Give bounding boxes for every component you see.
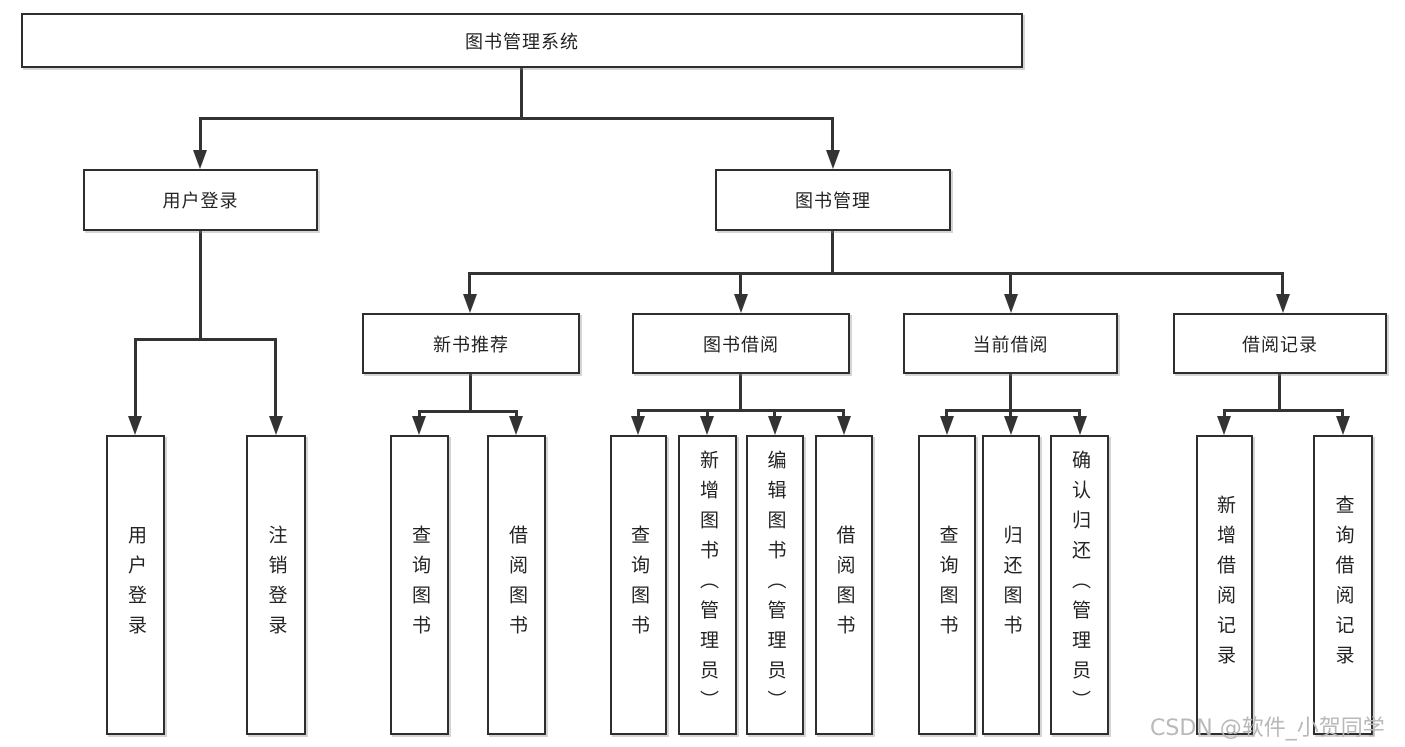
node-user-login-label: 用户登录 [162, 191, 239, 212]
arrowhead-query-books-1-icon [412, 416, 426, 435]
connector-drop-book-management [831, 117, 834, 152]
leaf-borrow-books-2: 借阅图书 [815, 435, 873, 735]
arrowhead-book-borrow-icon [734, 294, 748, 313]
leaf-query-borrow-record-label: 查询借阅记录 [1332, 495, 1355, 675]
node-new-book-recommend-label: 新书推荐 [433, 334, 509, 356]
arrowhead-edit-book-icon [768, 416, 782, 435]
connector-drop-query-books-3 [945, 409, 948, 418]
leaf-edit-book-admin-label: 编辑图书（管理员） [764, 450, 787, 720]
node-user-login: 用户登录 [83, 169, 318, 231]
node-book-management: 图书管理 [715, 169, 951, 231]
leaf-user-login-label: 用户登录 [125, 525, 147, 645]
leaf-query-books-2: 查询图书 [610, 435, 667, 735]
leaf-add-book-admin-label: 新增图书（管理员） [697, 450, 719, 720]
arrowhead-book-management-icon [826, 150, 840, 169]
leaf-edit-book-admin: 编辑图书（管理员） [746, 435, 804, 735]
connector-borrow-records-rail [1223, 409, 1344, 412]
connector-user-login-rail [134, 338, 277, 341]
node-current-borrow: 当前借阅 [903, 313, 1118, 374]
leaf-user-login: 用户登录 [106, 435, 165, 735]
arrowhead-query-books-2-icon [631, 416, 645, 435]
node-library-management-system: 图书管理系统 [21, 13, 1023, 68]
connector-drop-leaf-user-login [134, 338, 137, 417]
connector-drop-query-books-2 [637, 409, 640, 418]
leaf-query-books-3: 查询图书 [918, 435, 976, 735]
arrowhead-leaf-logout-icon [269, 416, 283, 435]
connector-new-book-recommend-stub [469, 374, 472, 410]
node-borrow-records-label: 借阅记录 [1242, 334, 1318, 356]
connector-drop-return-books [1009, 409, 1012, 418]
leaf-query-books-1-label: 查询图书 [409, 525, 431, 645]
leaf-return-books: 归还图书 [982, 435, 1040, 735]
connector-drop-confirm-return [1078, 409, 1081, 418]
connector-current-borrow-stub [1009, 374, 1012, 409]
arrowhead-return-books-icon [1004, 416, 1018, 435]
leaf-query-borrow-record: 查询借阅记录 [1313, 435, 1373, 735]
connector-borrow-records-stub [1278, 374, 1281, 409]
connector-drop-book-borrow [739, 272, 742, 294]
arrowhead-confirm-return-icon [1073, 416, 1087, 435]
connector-drop-query-borrow-record [1341, 409, 1344, 418]
node-book-borrow-label: 图书借阅 [703, 334, 779, 356]
connector-drop-edit-book [773, 409, 776, 418]
csdn-watermark: CSDN @软件_小贺同学 [1150, 716, 1385, 741]
leaf-confirm-return-admin-label: 确认归还（管理员） [1069, 450, 1091, 720]
connector-root-stub [520, 68, 523, 119]
leaf-query-books-3-label: 查询图书 [936, 525, 959, 645]
arrowhead-borrow-records-icon [1276, 294, 1290, 313]
node-book-borrow: 图书借阅 [632, 313, 850, 374]
arrowhead-query-borrow-record-icon [1336, 416, 1350, 435]
leaf-return-books-label: 归还图书 [1000, 525, 1023, 645]
connector-current-borrow-rail [945, 409, 1081, 412]
connector-drop-current-borrow [1009, 272, 1012, 294]
arrowhead-current-borrow-icon [1004, 294, 1018, 313]
node-new-book-recommend: 新书推荐 [362, 313, 580, 374]
leaf-logout: 注销登录 [246, 435, 306, 735]
leaf-add-book-admin: 新增图书（管理员） [678, 435, 737, 735]
leaf-borrow-books-1-label: 借阅图书 [506, 525, 528, 645]
connector-drop-add-book [706, 409, 709, 418]
arrowhead-borrow-books-2-icon [837, 416, 851, 435]
connector-level3-rail [468, 272, 1284, 275]
connector-drop-borrow-books-2 [842, 409, 845, 418]
connector-book-borrow-stub [739, 374, 742, 409]
connector-new-book-recommend-rail [418, 410, 518, 413]
node-library-management-system-label: 图书管理系统 [465, 31, 579, 53]
arrowhead-user-login-icon [193, 150, 207, 169]
leaf-query-books-1: 查询图书 [390, 435, 449, 735]
connector-drop-borrow-records [1281, 272, 1284, 294]
connector-drop-add-borrow-record [1223, 409, 1226, 418]
connector-book-borrow-rail [637, 409, 845, 412]
leaf-add-borrow-record: 新增借阅记录 [1196, 435, 1253, 735]
arrowhead-query-books-3-icon [940, 416, 954, 435]
node-borrow-records: 借阅记录 [1173, 313, 1387, 374]
connector-book-management-stub [831, 231, 834, 272]
arrowhead-new-book-recommend-icon [463, 294, 477, 313]
connector-user-login-stub [199, 231, 202, 338]
leaf-add-borrow-record-label: 新增借阅记录 [1214, 495, 1236, 675]
connector-drop-query-books-1 [418, 410, 421, 418]
node-current-borrow-label: 当前借阅 [972, 334, 1049, 356]
leaf-query-books-2-label: 查询图书 [628, 525, 650, 645]
connector-drop-new-book-recommend [468, 272, 471, 294]
node-book-management-label: 图书管理 [795, 191, 871, 212]
leaf-logout-label: 注销登录 [265, 525, 288, 645]
leaf-borrow-books-2-label: 借阅图书 [833, 525, 856, 645]
leaf-confirm-return-admin: 确认归还（管理员） [1050, 435, 1109, 735]
connector-level1-rail [199, 117, 834, 120]
arrowhead-add-borrow-record-icon [1217, 416, 1231, 435]
arrowhead-add-book-icon [700, 416, 714, 435]
arrowhead-leaf-user-login-icon [128, 416, 142, 435]
connector-drop-leaf-logout [274, 338, 277, 417]
connector-drop-user-login [199, 117, 202, 152]
leaf-borrow-books-1: 借阅图书 [487, 435, 546, 735]
connector-drop-borrow-books-1 [515, 410, 518, 418]
arrowhead-borrow-books-1-icon [509, 416, 523, 435]
